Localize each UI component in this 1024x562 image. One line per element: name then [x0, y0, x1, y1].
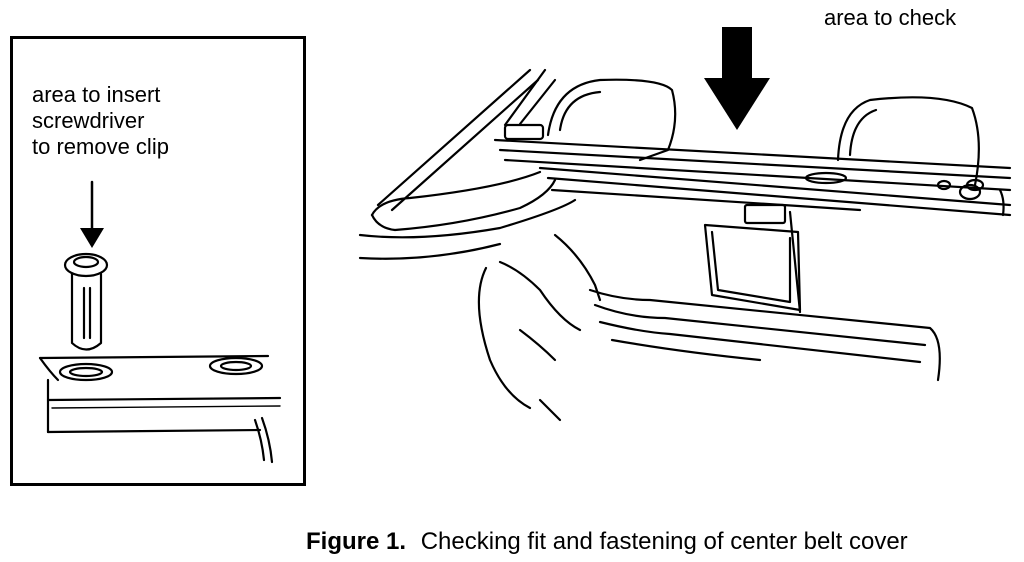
inset-label-line-3: to remove clip: [32, 134, 169, 159]
inset-annotation: area to insert screwdriver to remove cli…: [32, 82, 169, 160]
inset-label-line-2: screwdriver: [32, 108, 145, 133]
area-to-check-label: area to check: [824, 5, 957, 30]
inset-label-line-1: area to insert: [32, 82, 161, 107]
inset-arrow-head: [80, 228, 104, 248]
vehicle-interior-drawing: [358, 68, 1012, 422]
clip-drawing: [63, 180, 109, 351]
panel-drawing: [38, 354, 282, 464]
area-to-check-arrow: [704, 27, 770, 130]
figure-number: Figure 1.: [306, 528, 407, 555]
inset-frame: [10, 36, 306, 486]
figure-caption: Figure 1. Checking fit and fastening of …: [306, 528, 908, 556]
figure-caption-text: Checking fit and fastening of center bel…: [420, 528, 908, 555]
